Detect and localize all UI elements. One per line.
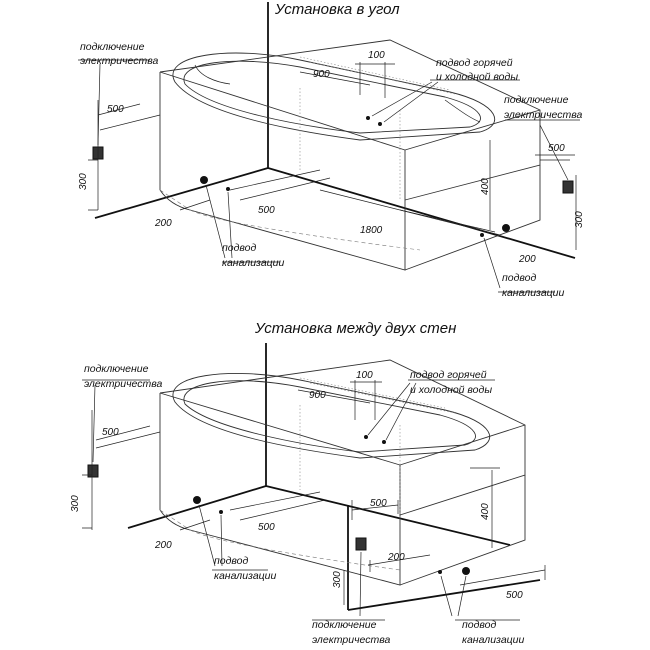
label-water-line2: и холодной воды — [436, 71, 518, 83]
wall-side-floor — [347, 579, 541, 611]
label-electric-bottom-b-line1: подключение — [312, 619, 377, 631]
drain-left-b-point-icon — [219, 510, 223, 514]
dim-400: 400 — [480, 178, 491, 195]
label-drain-right-b-line1: подвод — [462, 619, 497, 631]
dim-300-bottom-b: 300 — [332, 571, 343, 588]
dim-500-left: 500 — [107, 104, 124, 115]
dim-100-b: 100 — [356, 370, 373, 381]
dim-200-right-b: 200 — [387, 552, 405, 563]
socket-bottom-b-icon — [355, 537, 367, 551]
bathtub-corner — [159, 39, 541, 271]
dim-200-left: 200 — [154, 218, 172, 229]
dim-900-b: 900 — [309, 390, 326, 401]
label-drain-right-line2: канализации — [502, 287, 565, 299]
label-electric-right-line2: электричества — [504, 109, 582, 121]
wall-floor-right-b — [265, 485, 511, 546]
dim-200-left-b: 200 — [154, 540, 172, 551]
label-water-b-line1: подвод горячей — [410, 369, 487, 381]
dim-900: 900 — [313, 69, 330, 80]
drain-left-b-icon — [193, 496, 201, 504]
drain-right-b-icon — [462, 567, 470, 575]
label-electric-left-line2: электричества — [80, 55, 158, 67]
socket-right-icon — [562, 180, 574, 194]
label-drain-left-line1: подвод — [222, 242, 257, 254]
drain-right-icon — [502, 224, 510, 232]
wall-floor-left-b — [127, 485, 267, 529]
diagram-corner-installation: Установка в угол — [78, 1, 585, 299]
water-inlet-cold-b-icon — [382, 440, 386, 444]
dim-200-right: 200 — [518, 254, 536, 265]
wall-floor-left — [94, 167, 269, 219]
label-drain-right-b-line2: канализации — [462, 634, 525, 646]
dim-500-floor-b: 500 — [258, 522, 275, 533]
socket-left-b-icon — [87, 464, 99, 478]
water-inlet-hot-icon — [366, 116, 370, 120]
label-electric-right-line1: подключение — [504, 94, 569, 106]
title-between-walls: Установка между двух стен — [254, 320, 456, 337]
drain-left-point-icon — [226, 187, 230, 191]
dim-100: 100 — [368, 50, 385, 61]
label-electric-left-b-line1: подключение — [84, 363, 149, 375]
diagram-between-walls-installation: Установка между двух стен — [70, 320, 546, 646]
label-electric-left-b-line2: электричества — [84, 378, 162, 390]
dim-500-right: 500 — [548, 143, 565, 154]
dim-500-right-b: 500 — [506, 590, 523, 601]
label-drain-left-b-line2: канализации — [214, 570, 277, 582]
drain-right-b-point-icon — [438, 570, 442, 574]
dim-300-left: 300 — [78, 173, 89, 190]
dim-300-left-b: 300 — [70, 495, 81, 512]
label-drain-left-b-line1: подвод — [214, 555, 249, 567]
dim-500-left-b: 500 — [102, 427, 119, 438]
label-water-line1: подвод горячей — [436, 57, 513, 69]
label-water-b-line2: и холодной воды — [410, 384, 492, 396]
label-drain-right-line1: подвод — [502, 272, 537, 284]
dim-300-right: 300 — [574, 211, 585, 228]
water-inlet-hot-b-icon — [364, 435, 368, 439]
water-inlet-cold-icon — [378, 122, 382, 126]
title-corner: Установка в угол — [274, 1, 400, 18]
dim-400-b: 400 — [480, 503, 491, 520]
dim-1800: 1800 — [360, 225, 383, 236]
label-electric-left-line1: подключение — [80, 41, 145, 53]
drain-right-point-icon — [480, 233, 484, 237]
bathtub-between-walls — [159, 359, 526, 586]
label-electric-bottom-b-line2: электричества — [312, 634, 390, 646]
dim-500-floor: 500 — [258, 205, 275, 216]
dim-500-top-b: 500 — [370, 498, 387, 509]
wall-floor-right — [267, 167, 576, 259]
label-drain-left-line2: канализации — [222, 257, 285, 269]
drain-left-icon — [200, 176, 208, 184]
